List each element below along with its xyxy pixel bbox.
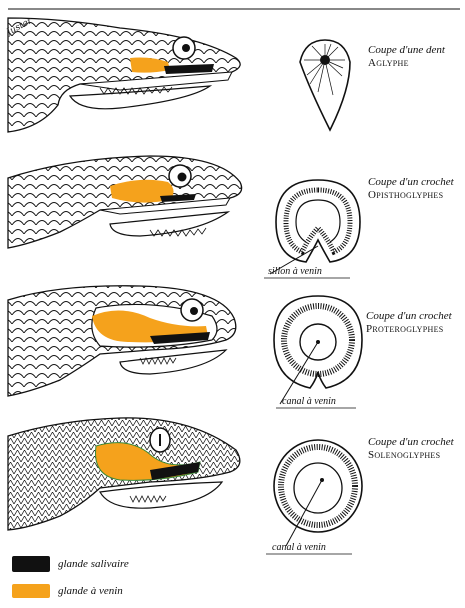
legend-swatch-venom xyxy=(12,584,50,598)
tooth-section-proteroglyphes xyxy=(274,296,362,408)
caption-type: Opisthoglyphes xyxy=(368,189,464,202)
tooth-section-opisthoglyphes xyxy=(264,180,360,278)
legend-label-venom: glande à venin xyxy=(58,585,123,597)
snake-head-proteroglyphes xyxy=(8,286,236,396)
caption-type: Proteroglyphes xyxy=(366,323,464,336)
caption-aglyphe: Coupe d'une dent Aglyphe xyxy=(368,44,464,70)
tooth-section-solenoglyphes xyxy=(266,440,362,554)
tooth-section-aglyphe xyxy=(300,40,350,130)
caption-opisthoglyphes: Coupe d'un crochet Opisthoglyphes xyxy=(368,176,464,202)
caption-title: Coupe d'une dent xyxy=(368,44,464,57)
snake-head-solenoglyphes xyxy=(8,418,240,530)
snake-head-opisthoglyphes xyxy=(8,156,242,248)
snake-head-aglyphe xyxy=(8,18,240,132)
label-canal-a-venin-proteroglyphes: canal à venin xyxy=(282,396,336,407)
legend-label-salivary: glande salivaire xyxy=(58,558,129,570)
caption-solenoglyphes: Coupe d'un crochet Solenoglyphes xyxy=(368,436,464,462)
caption-type: Aglyphe xyxy=(368,57,464,70)
legend-swatch-salivary xyxy=(12,556,50,572)
caption-title: Coupe d'un crochet xyxy=(366,310,464,323)
caption-proteroglyphes: Coupe d'un crochet Proteroglyphes xyxy=(366,310,464,336)
caption-type: Solenoglyphes xyxy=(368,449,464,462)
label-canal-a-venin-solenoglyphes: canal à venin xyxy=(272,542,326,553)
caption-title: Coupe d'un crochet xyxy=(368,436,464,449)
caption-title: Coupe d'un crochet xyxy=(368,176,464,189)
label-sillon-a-venin: sillon à venin xyxy=(268,266,322,277)
